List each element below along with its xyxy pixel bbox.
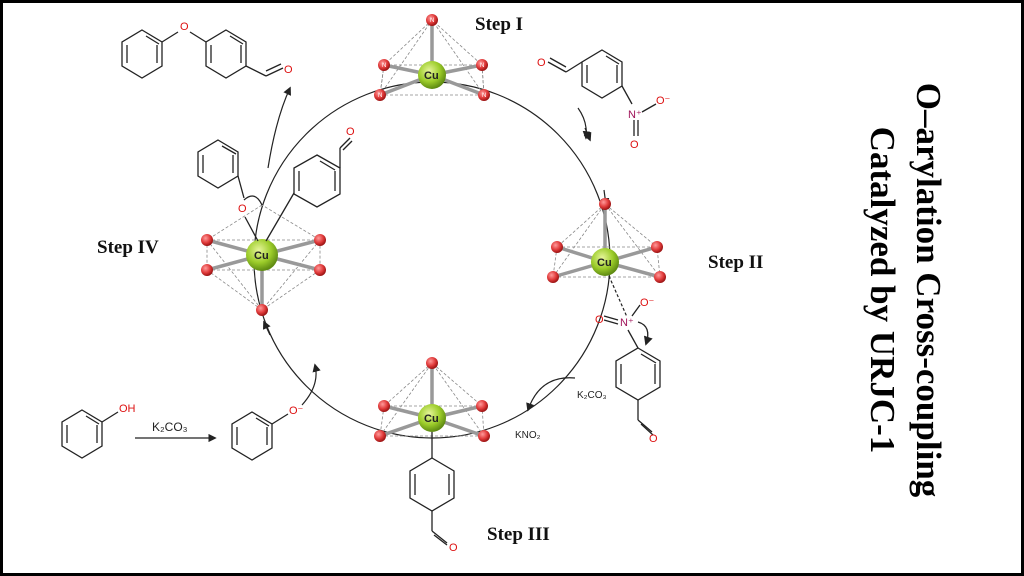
svg-text:O: O [346,126,355,138]
product-release-arrow [267,86,291,169]
nitro-entry-arrow [577,107,591,140]
cycle-arrow-left-low [263,320,271,336]
svg-text:N⁺: N⁺ [628,109,642,121]
nitroaryl-ligand-step-2: O⁻ N⁺ O O [595,297,661,445]
cu-complex-step-4: Cu [201,192,326,316]
cu-complex-step-1: Cu N N N N N [374,14,490,101]
svg-text:Cu: Cu [597,257,612,269]
svg-text:N: N [480,63,484,69]
nitrobenzaldehyde-molecule: O N⁺ O⁻ O [537,49,671,151]
step-4-label: Step IV [97,237,159,258]
phenoxy-ligand-step-4: O [197,139,263,215]
svg-text:OH: OH [119,403,136,415]
svg-text:O: O [238,203,247,215]
svg-text:N: N [482,93,486,99]
figure-title: O–arylation Cross-coupling Catalyzed by … [859,40,951,540]
title-line-2: Catalyzed by URJC-1 [863,126,902,454]
svg-text:O⁻: O⁻ [640,297,655,309]
kno2-label: KNO₂ [515,430,541,441]
svg-text:Cu: Cu [424,413,439,425]
k2co3-label-right: K₂CO₃ [577,390,607,401]
svg-text:O: O [449,542,458,554]
kno2-release-arrow [526,377,576,412]
svg-text:N: N [430,18,434,24]
svg-text:O⁻: O⁻ [289,405,304,417]
phenoxide-entry-arrow [301,363,321,406]
svg-text:O: O [284,64,293,76]
cu-complex-step-2: Cu [547,198,666,318]
svg-text:O: O [630,139,639,151]
svg-text:O: O [537,57,546,69]
k2co3-label-left: K₂CO₃ [152,420,188,434]
step-3-label: Step III [487,524,550,545]
svg-text:O: O [649,433,658,445]
svg-text:O⁻: O⁻ [656,95,671,107]
title-line-1: O–arylation Cross-coupling [909,82,948,498]
svg-text:N: N [382,63,386,69]
svg-text:Cu: Cu [424,70,439,82]
svg-text:O: O [595,314,604,326]
aryl-aldehyde-ligand-step-4: O [293,126,355,208]
svg-text:N⁺: N⁺ [620,317,634,329]
svg-text:N: N [378,93,382,99]
svg-text:O: O [180,21,189,33]
svg-text:Cu: Cu [254,250,269,262]
figure-title-block: O–arylation Cross-coupling Catalyzed by … [820,40,990,540]
phenoxide-molecule: O⁻ [231,405,304,461]
step-2-label: Step II [708,252,763,273]
step-1-label: Step I [475,14,523,35]
product-diaryl-ether-molecule: O O [121,21,293,79]
phenol-molecule: OH [61,403,136,459]
cu-complex-step-3: Cu O [374,357,490,554]
